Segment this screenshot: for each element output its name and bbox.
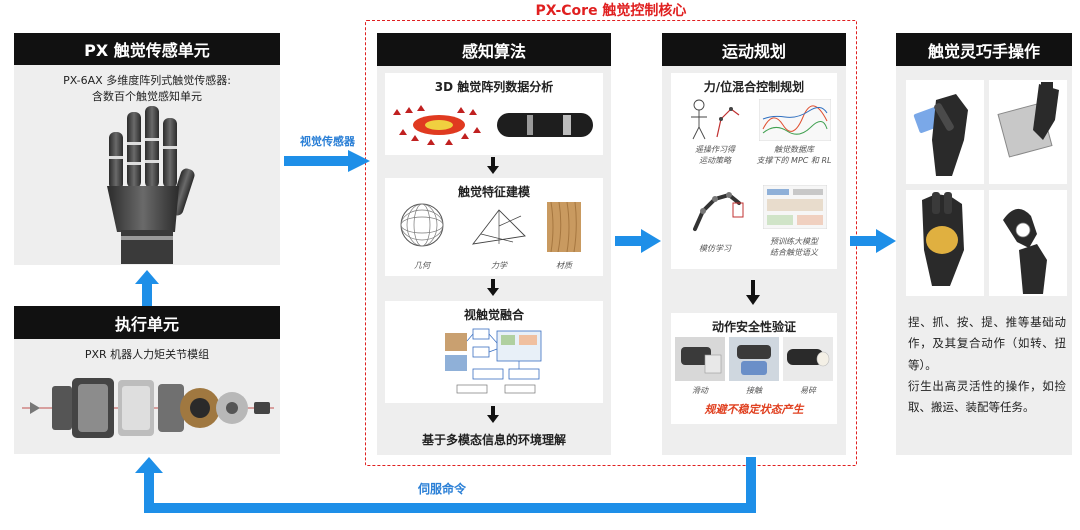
fragile-grasp-photo [783, 337, 833, 381]
arrow-motion-to-dexterous [850, 229, 896, 253]
hand-grip-cup-photo [906, 190, 984, 296]
motion-label-teleoperation-text: 遥操作习得 运动策略 [695, 145, 735, 165]
teleoperation-robot-icon [691, 99, 740, 140]
perception-header: 感知算法 [377, 33, 611, 66]
avoid-unstable-state-text: 规避不稳定状态产生 [704, 403, 804, 416]
execution-description: PXR 机器人力矩关节模组 [84, 348, 210, 361]
dexterous-description-paragraph2: 衍生出高灵活性的操作，如捡取、搬运、装配等任务。 [908, 378, 1066, 415]
arrow-up-execution-to-sensing [135, 270, 159, 306]
imitation-learning-robot-icon [693, 192, 744, 231]
arrow-down-perception-1 [487, 157, 499, 174]
sliding-grasp-photo [675, 337, 725, 381]
safety-verification-card: 动作安全性验证 滑动 接触 易碎 规避不稳定状态产生 [671, 313, 837, 424]
tactile-database-chart-icon [759, 99, 831, 141]
hand-pinch-sphere-photo [989, 190, 1067, 296]
tactile-feature-card: 触觉特征建模 几何 力学 材质 [385, 178, 603, 276]
arrow-down-perception-3 [487, 406, 499, 423]
safety-label-contact: 接触 [746, 386, 762, 395]
tactile-feature-card-title: 触觉特征建模 [457, 185, 530, 199]
mechanics-force-diagram-icon [471, 209, 526, 245]
motion-label-database: 触觉数据库 支撑下的 MPC 和 RL [751, 145, 837, 167]
arrow-perception-to-motion [615, 229, 661, 253]
hand-hold-box-photo [989, 80, 1067, 184]
tactile-array-card-title: 3D 触觉阵列数据分析 [434, 80, 554, 94]
material-wood-texture-icon [547, 202, 581, 252]
motion-label-imitation: 模仿学习 [699, 244, 731, 253]
tactile-array-card: 3D 触觉阵列数据分析 [385, 73, 603, 155]
geometry-sphere-icon [400, 203, 444, 247]
core-title: PX-Core 触觉控制核心 [535, 3, 687, 19]
motion-label-database-text: 触觉数据库 支撑下的 MPC 和 RL [756, 145, 832, 165]
hand-pinch-card-photo [906, 80, 984, 184]
environment-understanding-text: 基于多模态信息的环境理解 [421, 433, 566, 447]
visuo-tactile-fusion-card-title: 视触觉融合 [463, 308, 524, 322]
motion-label-teleoperation: 遥操作习得 运动策略 [677, 145, 753, 167]
force-position-card-title: 力/位混合控制规划 [703, 80, 805, 94]
motion-header: 运动规划 [662, 33, 846, 66]
pretrained-model-slide-icon [763, 185, 827, 229]
arrow-sensing-to-perception [284, 150, 370, 172]
feature-label-geometry: 几何 [414, 261, 430, 270]
dexterous-header: 触觉灵巧手操作 [896, 33, 1072, 66]
sensing-description-line1: PX-6AX 多维度阵列式触觉传感器: [63, 74, 231, 87]
visuo-tactile-fusion-card: 视触觉融合 [385, 301, 603, 403]
feature-label-mechanics: 力学 [491, 261, 507, 270]
dexterous-description: 捏、抓、按、提、推等基础动作，及其复合动作（如转、扭等）。 衍生出高灵活性的操作… [908, 312, 1066, 418]
execution-header: 执行单元 [14, 306, 280, 339]
contact-grasp-photo [729, 337, 779, 381]
safety-label-sliding: 滑动 [692, 386, 708, 395]
tactile-finger-sensor-image [497, 113, 593, 137]
arrow-down-perception-2 [487, 279, 499, 296]
sensing-description: PX-6AX 多维度阵列式触觉传感器: 含数百个触觉感知单元 [14, 73, 280, 105]
visual-sensor-label: 视觉传感器 [300, 135, 355, 148]
motion-label-pretrained: 预训练大模型 结合触觉语义 [751, 237, 837, 259]
tactile-heatmap-image [393, 105, 481, 145]
force-position-card: 力/位混合控制规划 遥操作习得 运动策略 触觉数据库 支撑下的 MPC 和 RL… [671, 73, 837, 269]
safety-verification-card-title: 动作安全性验证 [711, 320, 796, 334]
servo-command-feedback-arrow [135, 457, 756, 513]
fusion-flowchart-image [445, 328, 542, 394]
motion-label-pretrained-text: 预训练大模型 结合触觉语义 [770, 237, 818, 257]
feature-label-material: 材质 [556, 261, 572, 270]
dexterous-description-paragraph1: 捏、抓、按、提、推等基础动作，及其复合动作（如转、扭等）。 [908, 315, 1066, 372]
torque-joint-module-image [22, 378, 274, 438]
sensing-header: PX 触觉传感单元 [14, 33, 280, 65]
sensing-description-line2: 含数百个触觉感知单元 [92, 89, 202, 103]
robot-hand-image [107, 106, 195, 264]
arrow-down-motion [746, 280, 760, 305]
servo-command-label: 伺服命令 [418, 482, 467, 496]
safety-label-fragile: 易碎 [800, 386, 816, 395]
